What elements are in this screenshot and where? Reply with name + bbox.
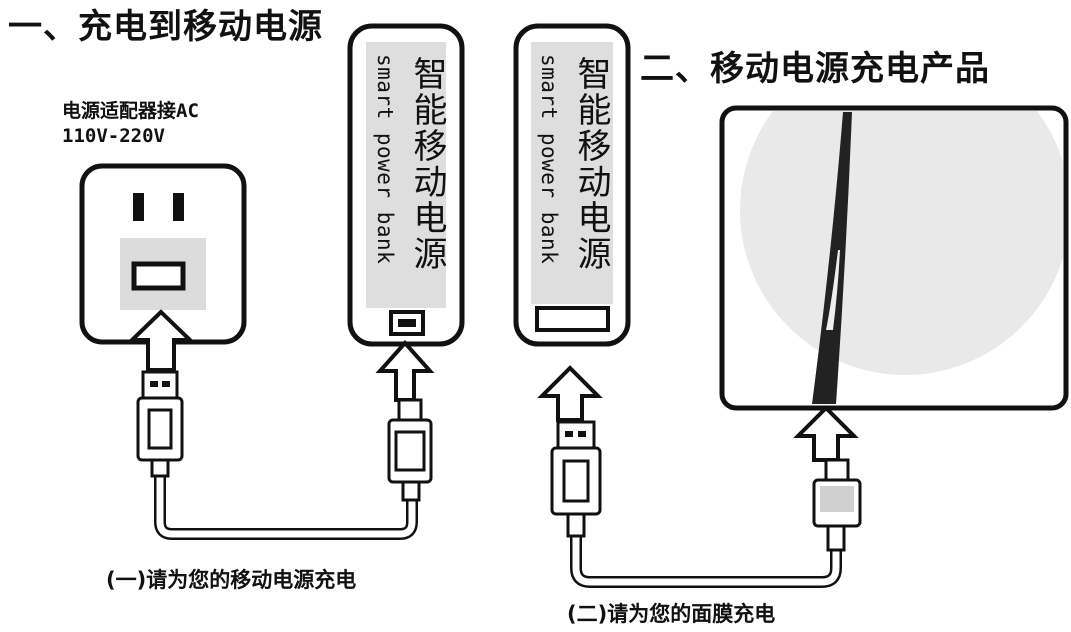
section1-title: 一、充电到移动电源 [8, 7, 323, 47]
power-bank-1-name-zh: 智能移动电源 [407, 56, 447, 272]
power-bank-2 [513, 23, 631, 347]
power-bank-2-name-zh: 智能移动电源 [571, 56, 611, 272]
power-bank-1-name-en: smart power bank [373, 54, 397, 265]
power-bank-2-name-en: smart power bank [537, 54, 561, 265]
section2-title: 二、移动电源充电产品 [640, 49, 990, 89]
wall-socket [79, 163, 247, 345]
adapter-label-line1: 电源适配器接AC [62, 100, 199, 122]
mask-product [719, 105, 1069, 411]
caption-2: (二)请为您的面膜充电 [567, 602, 776, 626]
adapter-label-line2: 110V-220V [62, 125, 165, 147]
arrows [127, 309, 859, 462]
caption-1: (一)请为您的移动电源充电 [106, 568, 357, 592]
cable-1 [136, 370, 433, 540]
cable-2 [550, 420, 862, 588]
